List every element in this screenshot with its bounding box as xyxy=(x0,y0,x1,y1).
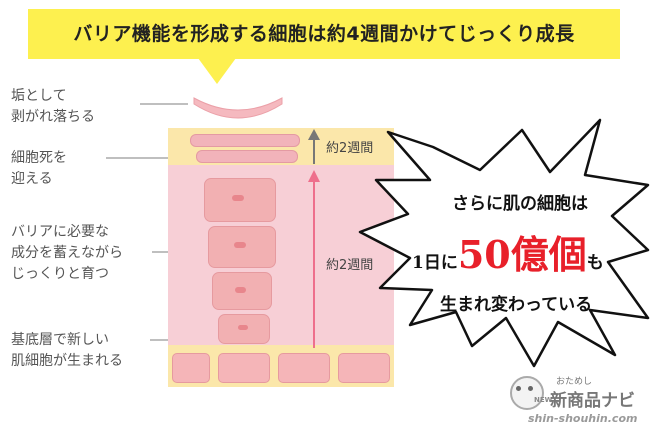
label-grow-line1: バリアに必要な xyxy=(11,224,109,240)
dead-cell-2 xyxy=(196,150,298,163)
speech-bubble-shape xyxy=(358,118,650,368)
basal-cell-2 xyxy=(218,353,270,383)
label-grow: バリアに必要な 成分を蓄えながら じっくりと育つ xyxy=(11,222,123,285)
mascot-icon xyxy=(510,376,544,410)
mascot-eye-left xyxy=(516,386,521,391)
label-peel-line2: 剥がれ落ちる xyxy=(11,109,95,125)
label-peel: 垢として 剥がれ落ちる xyxy=(11,86,95,128)
label-grow-line2: 成分を蓄えながら xyxy=(11,245,123,261)
label-base: 基底層で新しい 肌細胞が生まれる xyxy=(11,330,123,372)
label-base-line2: 肌細胞が生まれる xyxy=(11,353,123,369)
logo-site: shin-shouhin.com xyxy=(528,412,638,425)
label-peel-line1: 垢として xyxy=(11,88,67,104)
dead-cell-1 xyxy=(190,134,300,147)
label-grow-line3: じっくりと育つ xyxy=(11,266,109,282)
basal-cell-4 xyxy=(338,353,390,383)
nucleus-2 xyxy=(234,242,246,248)
mascot-eye-right xyxy=(528,386,533,391)
bubble-line-1: さらに肌の細胞は xyxy=(452,194,588,214)
duration-upper: 約2週間 xyxy=(326,141,374,156)
nucleus-4 xyxy=(238,325,248,330)
lower-arrow-head xyxy=(308,170,320,182)
new-badge: NEW xyxy=(534,396,553,404)
bubble-line-2-prefix: 1日に xyxy=(412,253,458,273)
label-base-line1: 基底層で新しい xyxy=(11,332,109,348)
label-death-line2: 迎える xyxy=(11,171,53,187)
bubble-line-3: 生まれ変わっている xyxy=(440,295,593,315)
bubble-line-2-suffix: も xyxy=(586,253,604,273)
basal-cell-3 xyxy=(278,353,330,383)
upper-arrow-head xyxy=(308,129,320,140)
nucleus-3 xyxy=(235,287,246,293)
bubble-highlight-number: 50億個 xyxy=(457,232,587,277)
flake-shape xyxy=(193,97,283,119)
logo-name: 新商品ナビ xyxy=(550,391,635,411)
label-death: 細胞死を 迎える xyxy=(11,148,67,190)
growing-cell-3 xyxy=(212,272,272,310)
duration-lower: 約2週間 xyxy=(326,258,374,273)
peeling-flake xyxy=(193,97,283,119)
basal-cell-1 xyxy=(172,353,210,383)
bubble-line-2: 1日に50億個も xyxy=(412,232,604,278)
nucleus-1 xyxy=(232,195,244,201)
banner-title: バリア機能を形成する細胞は約4週間かけてじっくり成長 xyxy=(73,23,575,45)
label-death-line1: 細胞死を xyxy=(11,150,67,166)
title-banner xyxy=(28,9,620,59)
logo-kana: おためし xyxy=(556,377,593,387)
banner-pointer xyxy=(198,58,236,84)
